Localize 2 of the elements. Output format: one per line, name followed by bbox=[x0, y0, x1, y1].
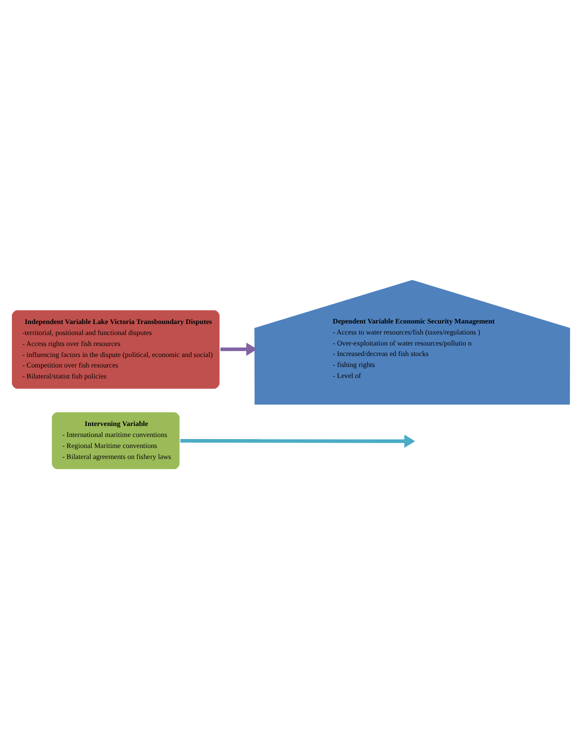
arrow bbox=[180, 434, 416, 448]
arrow bbox=[220, 342, 258, 356]
